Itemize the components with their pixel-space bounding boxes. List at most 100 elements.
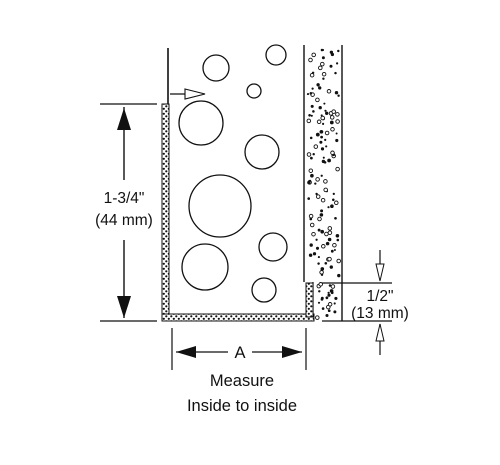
stipple-dot [311, 87, 314, 90]
stipple-dot [308, 57, 313, 63]
stipple-dot [333, 248, 336, 252]
stipple-dot [330, 204, 334, 208]
stipple-dot [318, 86, 322, 90]
stipple-dot [312, 110, 315, 113]
stipple-dot [319, 140, 323, 144]
stipple-dot [329, 115, 335, 120]
stipple-dot [306, 152, 312, 157]
stipple-dot [326, 89, 332, 94]
stipple-dot [327, 226, 333, 231]
stipple-dot [315, 97, 320, 103]
caption-line-2: Inside to inside [187, 397, 297, 415]
stipple-dot [322, 156, 325, 159]
caption-line-1: Measure [210, 372, 274, 390]
stipple-dot [330, 150, 335, 156]
stipple-dot [331, 109, 336, 114]
stipple-dot [315, 192, 318, 196]
stipple-dot [337, 49, 340, 53]
stipple-dot [330, 52, 335, 57]
stipple-dot [316, 119, 322, 125]
stipple-dot [334, 200, 339, 206]
stipple-dot [320, 115, 325, 121]
stipple-dot [332, 192, 335, 196]
stipple-dot [315, 315, 320, 320]
stipple-dot [310, 114, 313, 117]
stipple-dot [324, 130, 330, 136]
stipple-dot [324, 138, 327, 142]
stipple-dot [325, 313, 329, 318]
stipple-dot [324, 231, 329, 237]
stipple-dot [320, 61, 325, 67]
stipple-dot [320, 229, 325, 234]
lip-imperial-label: 1/2" [366, 288, 393, 305]
concrete-stipple [306, 48, 341, 320]
stipple-dot [321, 71, 327, 77]
stipple-dot [321, 159, 326, 164]
channel-pointer-arrow [170, 88, 206, 100]
stipple-dot [309, 136, 313, 140]
stipple-dot [335, 166, 340, 172]
stipple-dot [327, 237, 332, 242]
stipple-dot [317, 216, 322, 222]
stipple-dot [322, 122, 325, 125]
stipple-dot [310, 156, 313, 160]
stipple-dot [306, 93, 310, 96]
height-dimension [100, 103, 157, 322]
stipple-dot [315, 177, 320, 182]
stipple-dot [309, 222, 315, 228]
stipple-dot [317, 262, 320, 265]
stipple-dot [329, 64, 333, 68]
fill-bubbles [178, 44, 288, 303]
stipple-dot [330, 249, 334, 253]
stipple-dot [323, 179, 328, 184]
stipple-dot [327, 256, 332, 262]
stipple-dot [317, 301, 321, 304]
stipple-dot [322, 77, 325, 80]
stipple-dot [330, 284, 336, 289]
stipple-dot [325, 241, 330, 246]
stipple-dot [335, 138, 339, 143]
stipple-dot [312, 252, 317, 256]
lip-dimension [322, 250, 392, 355]
stipple-dot [318, 106, 322, 110]
stipple-dot [308, 253, 313, 257]
stipple-dot [308, 168, 314, 173]
stipple-dot [311, 231, 316, 237]
stipple-dot [323, 102, 326, 105]
stipple-dot [319, 213, 324, 217]
stipple-dot [320, 267, 325, 271]
stipple-dot [310, 104, 314, 108]
stipple-dot [335, 62, 339, 65]
stipple-dot [310, 173, 314, 178]
stipple-dot [335, 119, 340, 124]
wall-substrate [303, 45, 343, 321]
stipple-dot [308, 113, 311, 117]
stipple-dot [327, 158, 331, 163]
stipple-dot [334, 71, 337, 75]
stipple-dot [336, 258, 341, 264]
stipple-dot [315, 132, 320, 137]
stipple-dot [315, 238, 318, 241]
stipple-dot [333, 310, 337, 314]
stipple-dot [319, 270, 324, 275]
stipple-dot [315, 246, 320, 250]
stipple-dot [320, 197, 326, 203]
stipple-dot [337, 94, 340, 97]
stipple-dot [321, 56, 325, 60]
stipple-dot [316, 83, 320, 87]
stipple-dot [324, 109, 327, 112]
stipple-dot [320, 48, 324, 52]
stipple-dot [327, 309, 331, 313]
stipple-dot [311, 52, 316, 58]
stipple-dot [309, 72, 315, 78]
height-imperial-label: 1-3/4" [104, 190, 145, 207]
stipple-dot [315, 194, 321, 199]
stipple-dot [330, 127, 335, 132]
stipple-dot [309, 243, 313, 247]
stipple-dot [329, 265, 333, 269]
stipple-dot [318, 282, 323, 287]
stipple-dot [307, 197, 311, 200]
stipple-dot [334, 216, 337, 220]
stipple-dot [319, 129, 324, 134]
